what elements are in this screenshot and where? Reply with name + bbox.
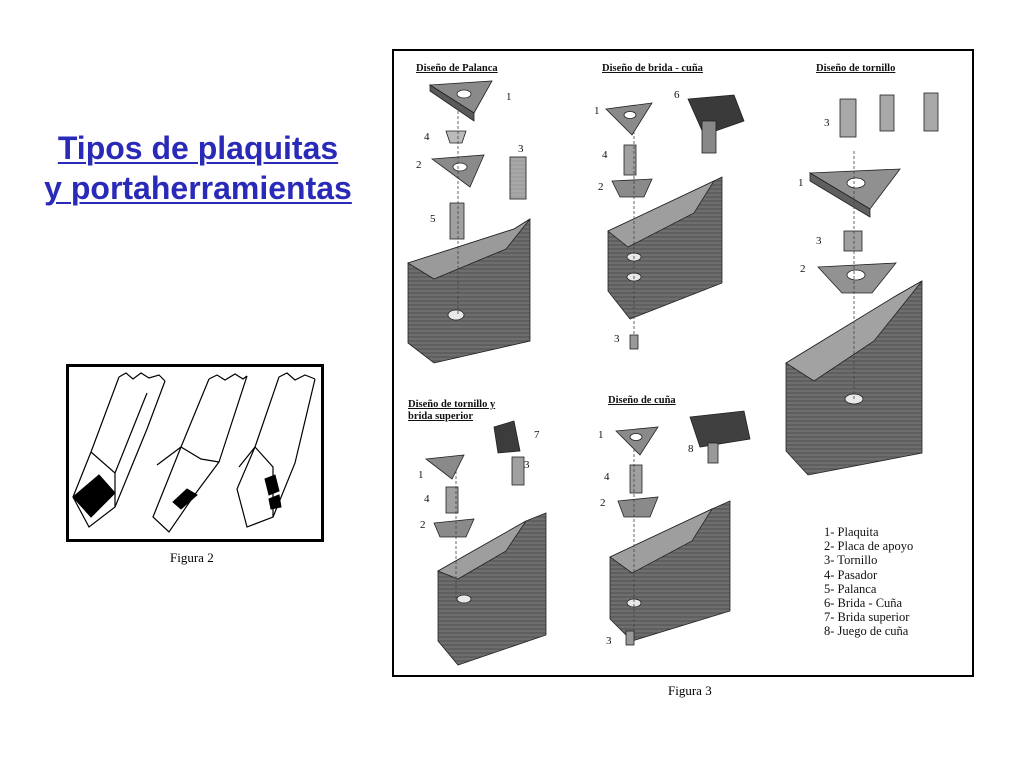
tornillo-brida-design xyxy=(424,420,547,666)
part-number: 1 xyxy=(418,469,424,481)
part-number: 7 xyxy=(534,429,540,441)
title-line-1: Tipos de plaquitas xyxy=(57,130,339,166)
legend-item: 8- Juego de cuña xyxy=(824,624,909,639)
cuna-design xyxy=(609,410,751,646)
part-number: 4 xyxy=(602,149,608,161)
palanca-design xyxy=(407,80,531,364)
part-number: 3 xyxy=(518,143,524,155)
part-number: 4 xyxy=(604,471,610,483)
figure-3-caption: Figura 3 xyxy=(668,683,712,698)
section-cuna: Diseño de cuña xyxy=(608,395,676,406)
part-number: 6 xyxy=(674,89,680,101)
part-number: 3 xyxy=(606,635,612,647)
part-number: 2 xyxy=(600,497,606,509)
figure-3-insert-holders: Diseño de Palanca Diseño de brida - cuña… xyxy=(392,49,974,677)
part-number: 1 xyxy=(594,105,600,117)
part-number: 5 xyxy=(430,213,436,225)
part-number: 4 xyxy=(424,493,430,505)
legend-item: 1- Plaquita xyxy=(824,525,879,539)
part-number: 2 xyxy=(598,181,604,193)
figure-2-caption: Figura 2 xyxy=(170,550,214,565)
legend-item: 7- Brida superior xyxy=(824,610,910,625)
part-number: 3 xyxy=(816,235,822,247)
legend-item: 3- Tornillo xyxy=(824,553,878,568)
section-tornillo-brida-line1: Diseño de tornillo y xyxy=(408,399,496,410)
section-tornillo-brida-line2: brida superior xyxy=(408,411,474,422)
insert-holder-drawings xyxy=(407,80,939,666)
section-tornillo: Diseño de tornillo xyxy=(816,63,896,74)
part-number: 8 xyxy=(688,443,694,455)
part-number: 4 xyxy=(424,131,430,143)
title-line-2: y portaherramientas xyxy=(44,170,352,206)
part-number: 1 xyxy=(506,91,512,103)
legend-item: 6- Brida - Cuña xyxy=(824,596,903,611)
section-palanca: Diseño de Palanca xyxy=(416,63,498,74)
part-number: 1 xyxy=(598,429,604,441)
insert-square-1 xyxy=(72,474,116,518)
brida-cuna-design xyxy=(605,94,745,350)
section-tornillo-brida: Diseño de tornillo y brida superior xyxy=(408,399,495,423)
part-number: 2 xyxy=(800,263,806,275)
parts-legend: 1- Plaquita 2- Placa de apoyo 3- Tornill… xyxy=(824,525,913,639)
legend-item: 2- Placa de apoyo xyxy=(824,539,914,554)
legend-item: 5- Palanca xyxy=(824,581,877,596)
part-number: 1 xyxy=(798,177,804,189)
part-number: 3 xyxy=(614,333,620,345)
part-number: 2 xyxy=(420,519,426,531)
part-number: 3 xyxy=(524,459,530,471)
legend-item: 4- Pasador xyxy=(824,567,878,582)
part-number: 2 xyxy=(416,159,422,171)
part-number: 3 xyxy=(824,117,830,129)
slide-title: Tipos de plaquitas y portaherramientas xyxy=(20,128,376,208)
section-brida-cuna: Diseño de brida - cuña xyxy=(602,63,703,74)
figure-2-tool-bits xyxy=(66,364,324,542)
tool-bits-drawing xyxy=(72,372,316,533)
tornillo-design xyxy=(785,92,939,476)
